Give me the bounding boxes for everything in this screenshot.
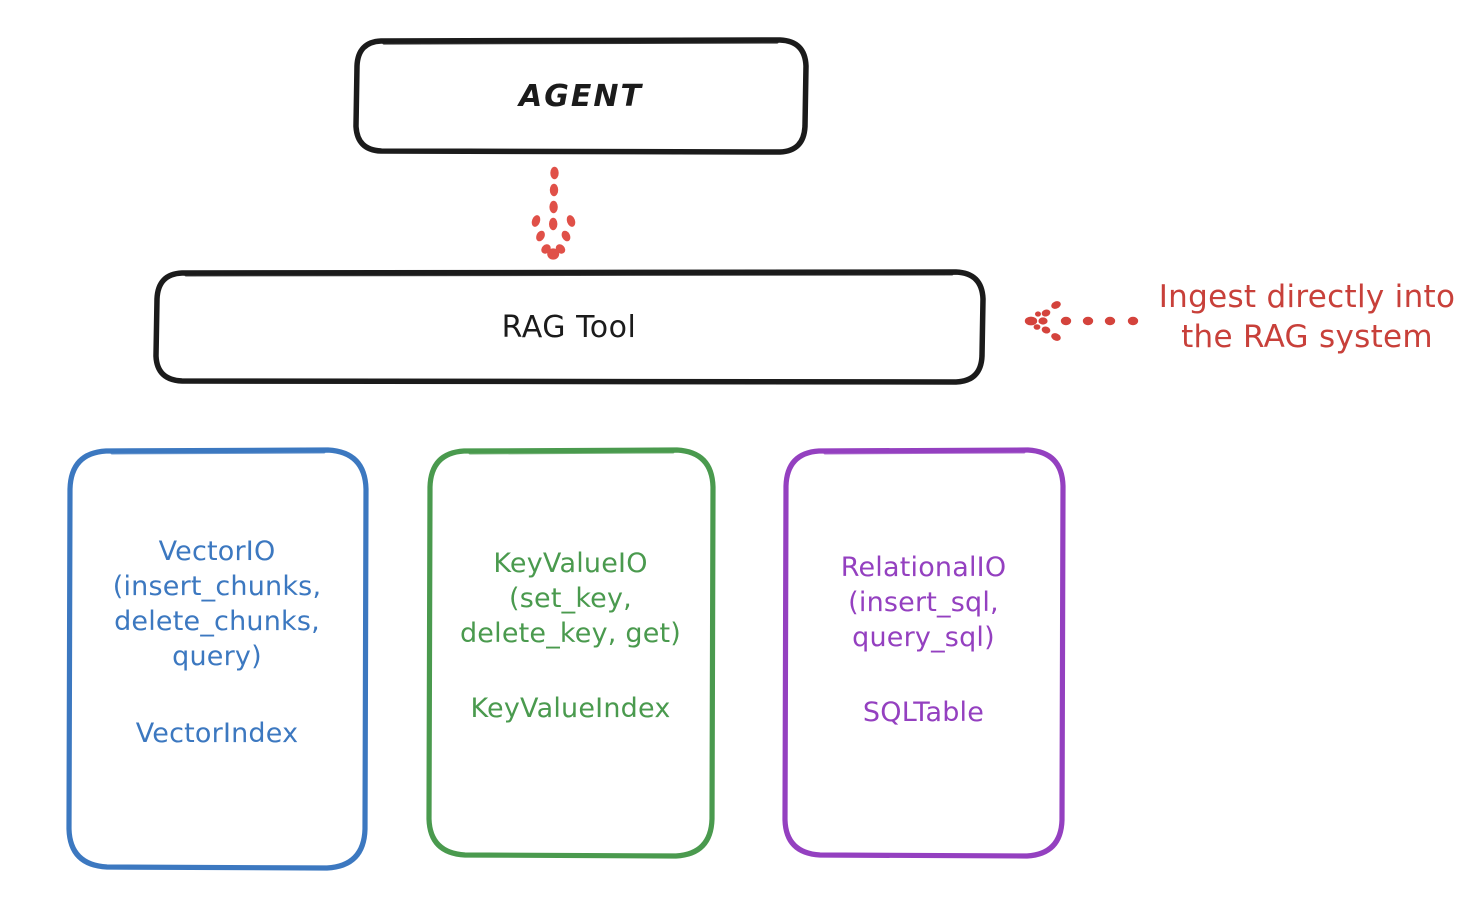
relationalio-box-outline <box>782 447 1066 859</box>
rag-tool-box[interactable] <box>153 269 986 385</box>
ingest-annotation-arrow <box>1024 301 1139 341</box>
keyvalueio-box[interactable] <box>426 447 716 859</box>
keyvalueio-box-outline <box>426 447 716 859</box>
relationalio-box[interactable] <box>782 447 1066 859</box>
vectorio-box[interactable] <box>66 447 369 871</box>
agent-to-rag-arrow <box>531 166 576 260</box>
ingest-annotation-label: Ingest directly into the RAG system <box>1158 279 1456 355</box>
agent-box-outline <box>353 37 809 155</box>
agent-box-outline-overdraw <box>382 40 779 45</box>
vectorio-box-outline <box>66 447 369 871</box>
vectorio-box-outline-overdraw <box>110 450 326 455</box>
agent-box[interactable] <box>353 37 809 155</box>
keyvalueio-box-outline-overdraw <box>468 450 675 455</box>
relationalio-box-outline-overdraw <box>823 450 1026 455</box>
rag-tool-box-outline-overdraw <box>184 272 954 277</box>
rag-tool-box-outline <box>153 269 986 385</box>
